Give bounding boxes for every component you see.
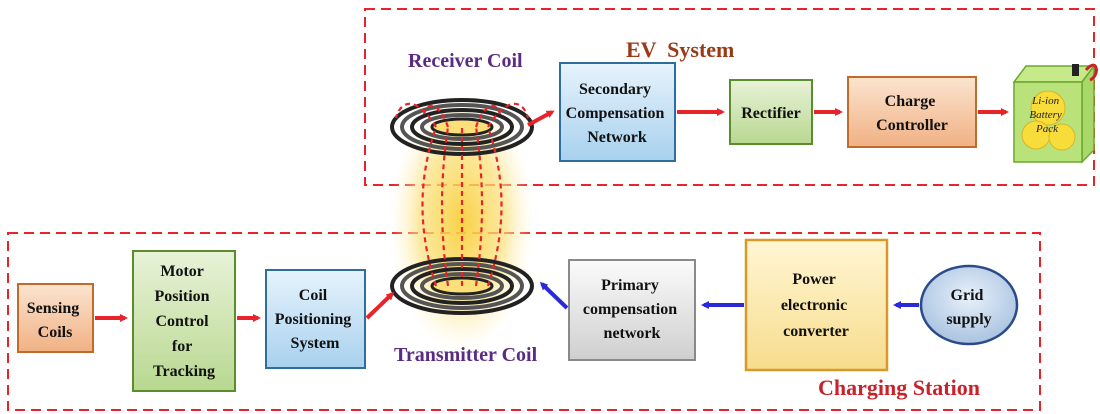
power-converter-label: Power electronic converter (781, 271, 851, 340)
battery-pack-icon (1012, 63, 1098, 164)
transmitter-coil-label: Transmitter Coil (394, 344, 538, 366)
secondary-compensation-block (559, 62, 676, 162)
grid-supply-label: Grid supply (946, 287, 991, 328)
charging-station-label: Charging Station (818, 375, 980, 400)
sensing-coils-label: Sensing Coils (27, 300, 83, 341)
supply-flow-arrows (539, 281, 919, 310)
arrow-primary-to-transmitter (539, 281, 569, 310)
arrow-positioning-to-transmitter (365, 291, 395, 320)
charge-controller-label: Charge Controller (876, 93, 948, 134)
grid-supply-block (919, 264, 1019, 346)
primary-compensation-label: Primary compensation network (583, 277, 681, 342)
arrow-receiver-to-secondary (527, 110, 555, 127)
rectifier-block (729, 79, 813, 145)
sensing-coils-block (17, 283, 94, 353)
charge-controller-block (847, 76, 977, 148)
power-converter-block (744, 238, 889, 372)
primary-compensation-block (568, 259, 696, 361)
coil-positioning-label: Coil Positioning System (275, 287, 355, 352)
battery-pack-label: Li-ion Battery Pack (1029, 95, 1064, 135)
ev-system-label: EV System (626, 37, 734, 62)
motor-position-control-block (132, 250, 236, 392)
receiver-coil-icon (390, 98, 534, 156)
rectifier-label: Rectifier (741, 105, 801, 122)
secondary-compensation-label: Secondary Compensation Network (566, 81, 669, 146)
receiver-coil-label: Receiver Coil (408, 50, 523, 72)
power-flow-arrows (95, 108, 1009, 322)
coil-positioning-block (265, 269, 366, 369)
magnetic-field-lines (394, 102, 530, 287)
motor-position-control-label: Motor Position Control for Tracking (153, 263, 215, 380)
